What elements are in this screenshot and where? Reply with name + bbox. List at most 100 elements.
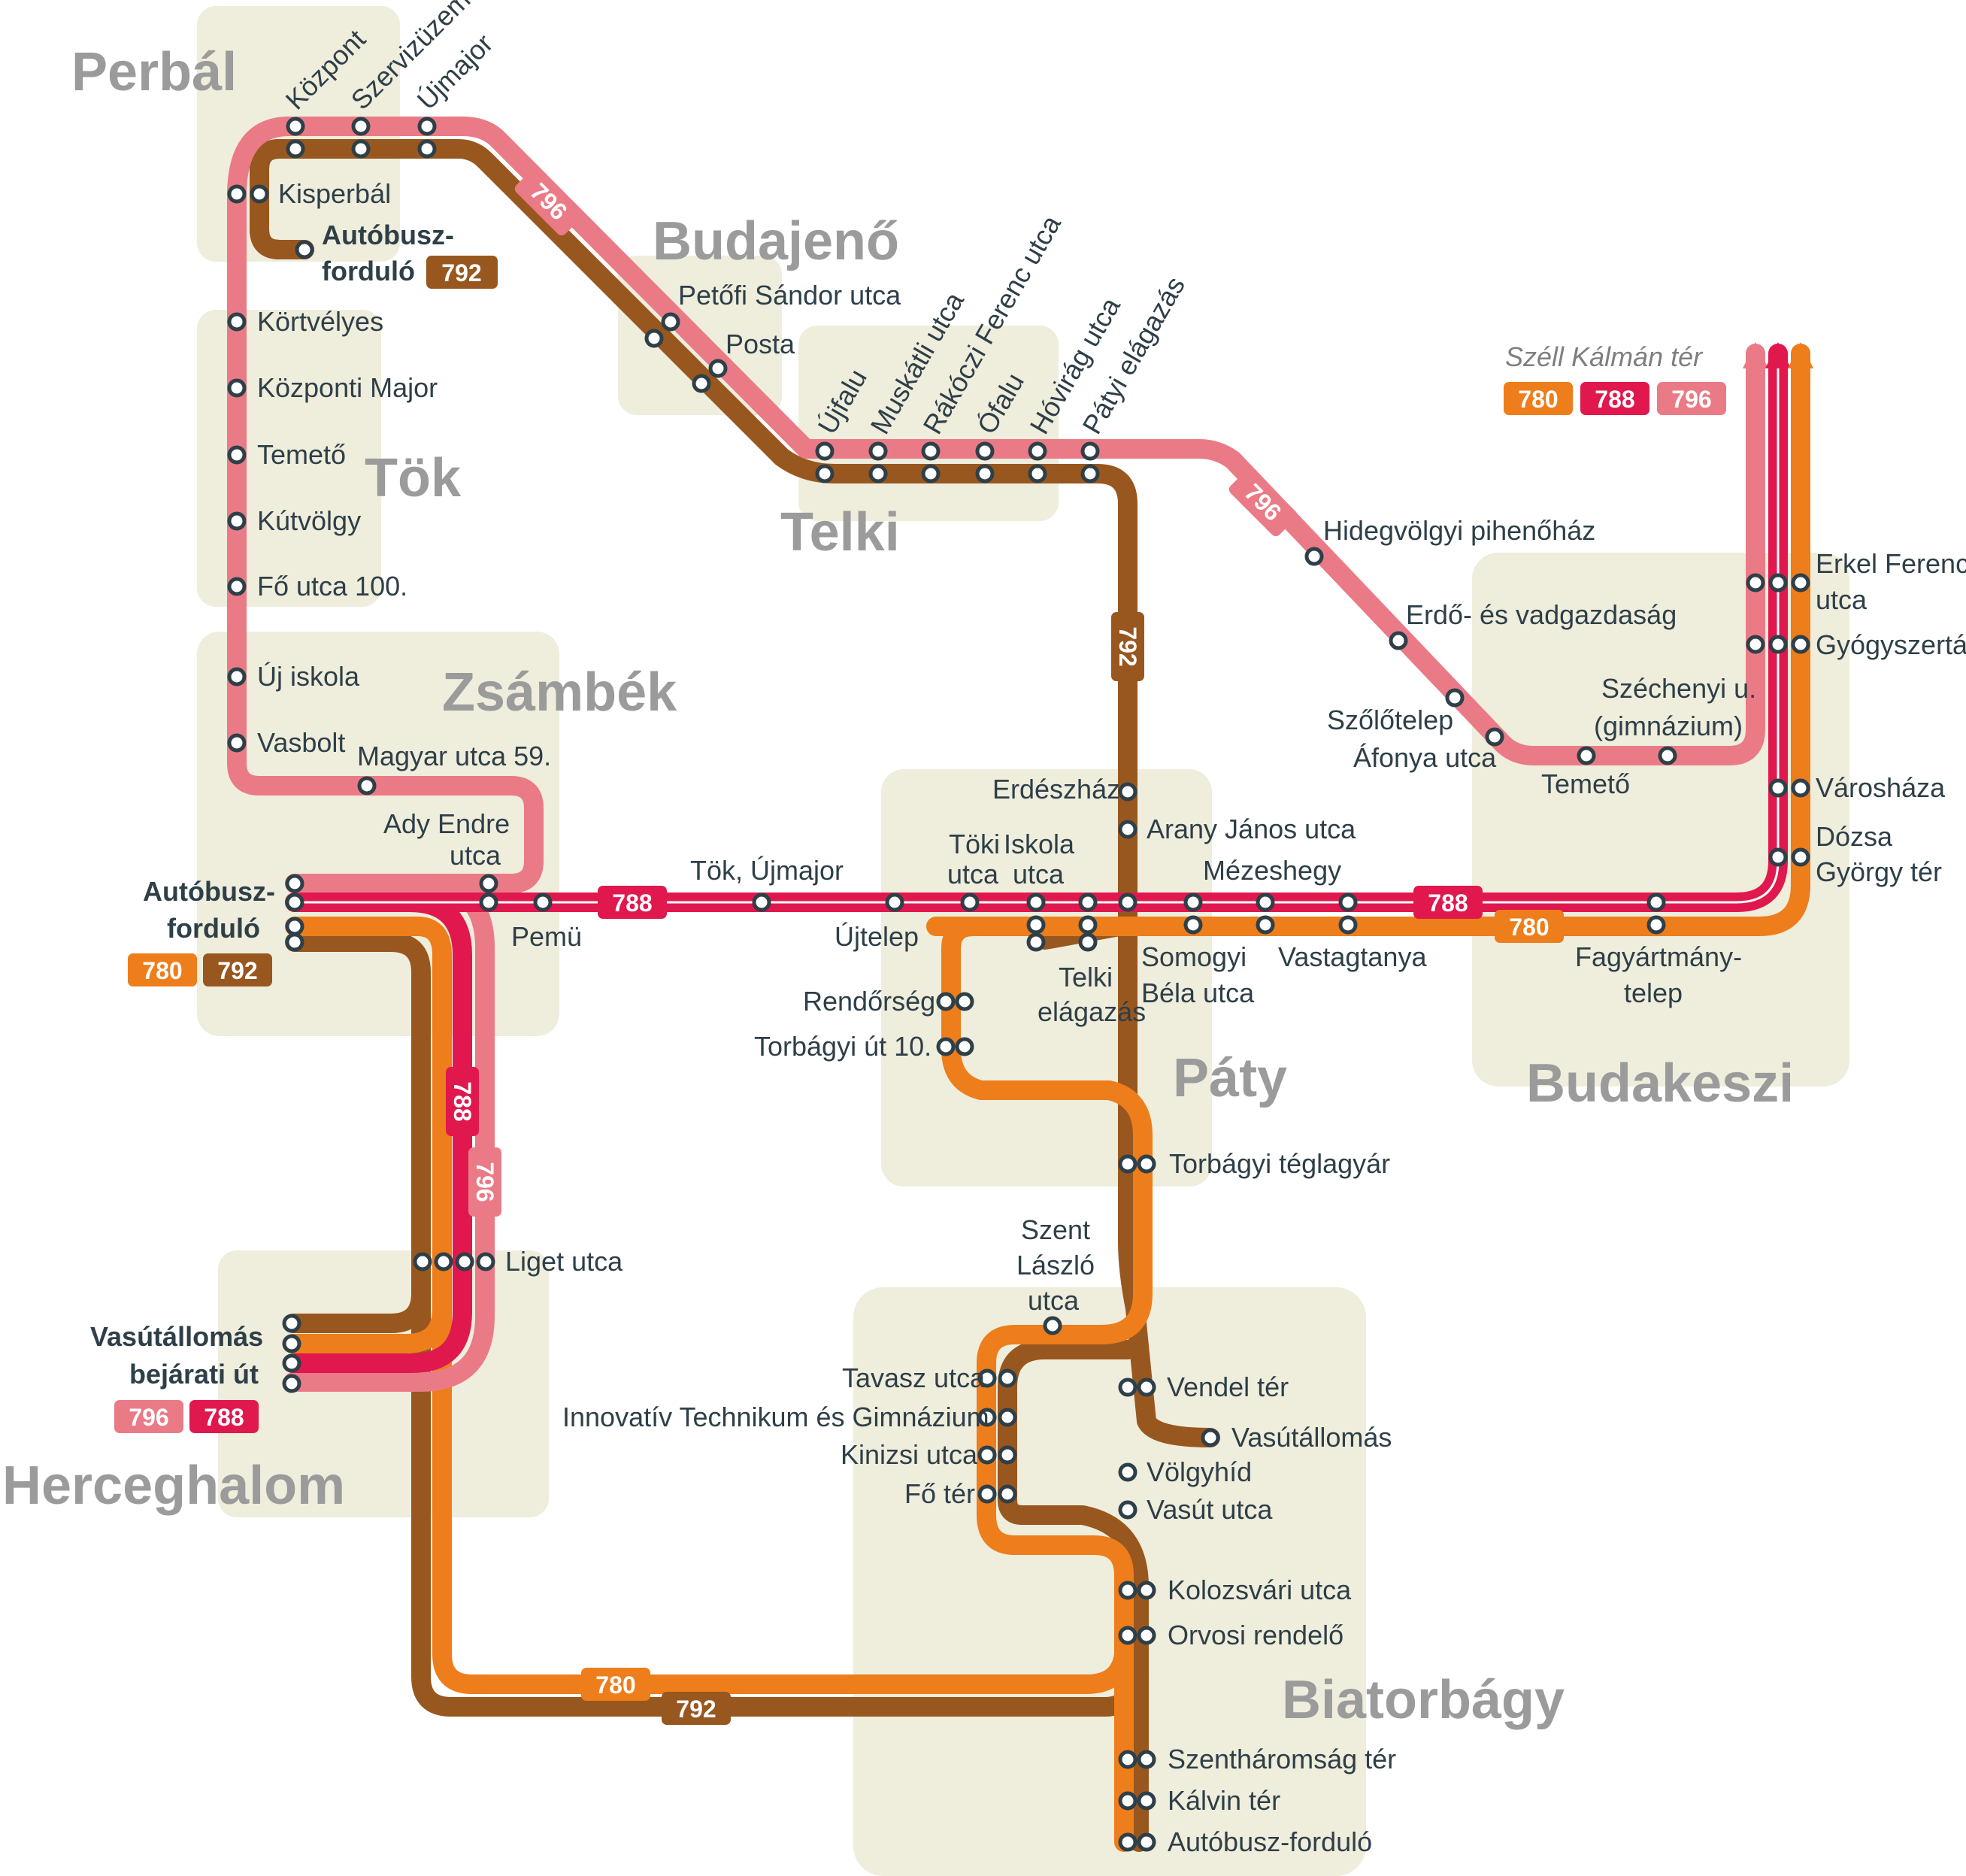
stop-dot[interactable]	[1201, 1428, 1220, 1447]
stop-dot[interactable]	[1646, 893, 1666, 912]
stop-dot[interactable]	[1646, 915, 1666, 935]
stop-dot[interactable]	[1118, 1154, 1137, 1174]
stop-dot[interactable]	[1485, 727, 1504, 747]
stop-dot[interactable]	[1137, 1750, 1156, 1769]
stop-dot[interactable]	[1137, 1154, 1156, 1174]
stop-dot[interactable]	[1118, 1626, 1137, 1645]
stop-dot[interactable]	[285, 893, 304, 912]
stop-dot[interactable]	[533, 893, 553, 912]
stop-dot[interactable]	[479, 874, 498, 893]
stop-dot[interactable]	[1118, 820, 1137, 839]
stop-dot[interactable]	[1026, 893, 1046, 912]
stop-dot[interactable]	[921, 441, 941, 461]
stop-dot[interactable]	[815, 464, 835, 483]
stop-dot[interactable]	[1118, 1377, 1137, 1397]
stop-dot[interactable]	[1768, 778, 1788, 798]
stop-dot[interactable]	[977, 1408, 997, 1427]
stop-dot[interactable]	[1445, 688, 1465, 708]
stop-dot[interactable]	[227, 312, 247, 332]
stop-dot[interactable]	[1768, 573, 1788, 593]
stop-dot[interactable]	[1577, 746, 1596, 765]
stop-dot[interactable]	[885, 893, 904, 912]
stop-dot[interactable]	[1791, 635, 1810, 654]
stop-dot[interactable]	[977, 1484, 997, 1504]
stop-dot[interactable]	[1137, 1626, 1156, 1645]
stop-dot[interactable]	[227, 577, 247, 596]
stop-dot[interactable]	[815, 441, 835, 461]
stop-dot[interactable]	[227, 445, 247, 465]
stop-dot[interactable]	[286, 117, 305, 136]
stop-dot[interactable]	[644, 329, 664, 348]
stop-dot[interactable]	[936, 1037, 956, 1056]
stop-dot[interactable]	[250, 184, 269, 204]
stop-dot[interactable]	[1389, 631, 1408, 650]
stop-dot[interactable]	[285, 932, 304, 952]
stop-dot[interactable]	[1043, 1316, 1062, 1335]
stop-dot[interactable]	[708, 359, 728, 378]
stop-dot[interactable]	[998, 1368, 1017, 1388]
stop-dot[interactable]	[868, 441, 888, 461]
stop-dot[interactable]	[998, 1445, 1017, 1465]
stop-dot[interactable]	[1746, 635, 1765, 654]
stop-dot[interactable]	[1078, 932, 1098, 952]
stop-dot[interactable]	[1118, 1791, 1137, 1811]
stop-dot[interactable]	[227, 378, 247, 398]
stop-dot[interactable]	[351, 139, 371, 159]
stop-dot[interactable]	[1304, 547, 1324, 566]
stop-dot[interactable]	[285, 917, 304, 936]
stop-dot[interactable]	[955, 992, 974, 1011]
stop-dot[interactable]	[977, 1368, 997, 1388]
stop-dot[interactable]	[1028, 464, 1047, 483]
stop-dot[interactable]	[977, 1445, 997, 1465]
stop-dot[interactable]	[1183, 915, 1203, 935]
stop-dot[interactable]	[921, 464, 941, 483]
stop-dot[interactable]	[227, 511, 247, 531]
stop-dot[interactable]	[1026, 915, 1046, 935]
stop-dot[interactable]	[1791, 778, 1810, 798]
stop-dot[interactable]	[1078, 893, 1098, 912]
stop-dot[interactable]	[936, 992, 956, 1011]
stop-dot[interactable]	[1078, 915, 1098, 935]
stop-dot[interactable]	[1118, 1500, 1137, 1520]
stop-dot[interactable]	[357, 776, 377, 796]
stop-dot[interactable]	[1118, 1581, 1137, 1600]
stop-dot[interactable]	[998, 1484, 1017, 1504]
stop-dot[interactable]	[285, 874, 304, 893]
stop-dot[interactable]	[1118, 1462, 1137, 1482]
stop-dot[interactable]	[1118, 1832, 1137, 1852]
stop-dot[interactable]	[1080, 464, 1100, 483]
stop-dot[interactable]	[692, 374, 711, 393]
stop-dot[interactable]	[479, 893, 498, 912]
stop-dot[interactable]	[417, 117, 437, 136]
stop-dot[interactable]	[1338, 893, 1358, 912]
stop-dot[interactable]	[1658, 746, 1677, 765]
stop-dot[interactable]	[417, 139, 437, 159]
stop-dot[interactable]	[227, 184, 247, 204]
stop-dot[interactable]	[975, 441, 995, 461]
stop-dot[interactable]	[295, 240, 314, 259]
stop-dot[interactable]	[282, 1314, 301, 1333]
stop-dot[interactable]	[1256, 893, 1275, 912]
stop-dot[interactable]	[227, 667, 247, 686]
stop-dot[interactable]	[282, 1374, 301, 1393]
stop-dot[interactable]	[434, 1252, 453, 1271]
stop-dot[interactable]	[661, 312, 680, 332]
stop-dot[interactable]	[1791, 573, 1810, 593]
stop-dot[interactable]	[1137, 1832, 1156, 1852]
stop-dot[interactable]	[282, 1353, 301, 1373]
stop-dot[interactable]	[998, 1408, 1017, 1427]
stop-dot[interactable]	[351, 117, 371, 136]
stop-dot[interactable]	[1118, 893, 1137, 912]
stop-dot[interactable]	[1137, 1581, 1156, 1600]
stop-dot[interactable]	[1137, 1377, 1156, 1397]
stop-dot[interactable]	[282, 1334, 301, 1353]
stop-dot[interactable]	[868, 464, 888, 483]
stop-dot[interactable]	[752, 893, 771, 912]
stop-dot[interactable]	[1028, 441, 1047, 461]
stop-dot[interactable]	[413, 1252, 432, 1271]
stop-dot[interactable]	[1768, 635, 1788, 654]
stop-dot[interactable]	[1118, 1750, 1137, 1769]
stop-dot[interactable]	[1256, 915, 1275, 935]
stop-dot[interactable]	[476, 1252, 495, 1271]
stop-dot[interactable]	[1768, 847, 1788, 867]
